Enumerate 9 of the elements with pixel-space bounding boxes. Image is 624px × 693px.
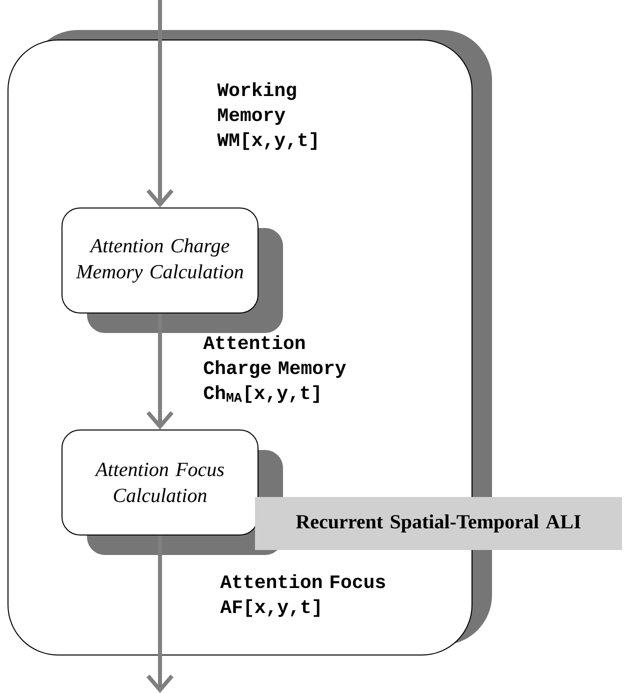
process-box: Attention Charge Memory Calculation [62,208,283,333]
arrow [146,314,174,430]
arrow [146,0,174,208]
title-tag: Recurrent Spatial-Temporal ALI [255,497,622,550]
process-box: Attention Focus Calculation [62,430,283,555]
edge-label: Working Memory WM[x,y,t] [217,82,316,150]
edge-label: Attention Focus AF[x,y,t] [220,574,385,617]
arrow [146,536,174,693]
edge-label: Attention Charge Memory Ch$_{MA}$[x,y,t] [203,335,346,403]
